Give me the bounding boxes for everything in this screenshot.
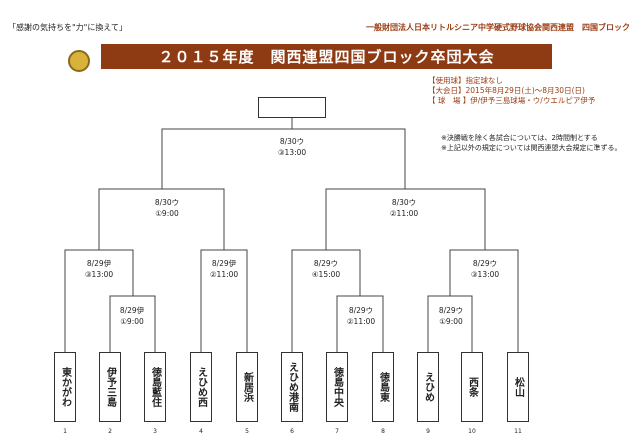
- semi-right-line: [325, 188, 486, 250]
- note-2: ※上記以外の規定については関西連盟大会規定に準ずる。: [441, 144, 622, 152]
- rules-notes: ※決勝戦を除く各試合については、2時間制とする ※上記以外の規定については関西連…: [441, 133, 622, 153]
- info-dates: 【大会日】2015年8月29日(土)～8月30日(日): [428, 86, 585, 95]
- team-box: えひめ西: [190, 352, 212, 422]
- team-box: 新居浜: [236, 352, 258, 422]
- team-number: 1: [63, 428, 67, 435]
- team-box: 伊予三島: [99, 352, 121, 422]
- team-number: 4: [199, 428, 203, 435]
- pre-c-line: [427, 295, 473, 352]
- info-ball: 【使用球】指定球なし: [428, 76, 503, 85]
- team-number: 8: [381, 428, 385, 435]
- semi-left-line: [98, 188, 225, 250]
- team-number: 5: [245, 428, 249, 435]
- team-box: 徳島東: [372, 352, 394, 422]
- team-box: 西条: [461, 352, 483, 422]
- team-number: 2: [108, 428, 112, 435]
- organization-name: 一般財団法人日本リトルシニア中学硬式野球協会関西連盟 四国ブロック: [366, 23, 630, 32]
- r1-c-line: [291, 249, 361, 352]
- team-number: 9: [426, 428, 430, 435]
- team-number: 6: [290, 428, 294, 435]
- league-logo: [68, 50, 90, 72]
- final-line: [161, 118, 406, 189]
- team-number: 11: [514, 428, 522, 435]
- team-box: 松山: [507, 352, 529, 422]
- slogan: 「感謝の気持ちを"力"に換えて」: [8, 23, 127, 32]
- team-box: えひめ: [417, 352, 439, 422]
- r1-a-line: [64, 249, 134, 352]
- champion-box: [258, 97, 326, 118]
- tournament-info: 【使用球】指定球なし 【大会日】2015年8月29日(土)～8月30日(日) 【…: [428, 76, 595, 106]
- info-venue: 【 球 場 】伊/伊予三島球場・ウ/ウエルピア伊予: [428, 96, 596, 105]
- r1-b-line: [200, 249, 248, 352]
- team-number: 7: [335, 428, 339, 435]
- team-box: えひめ港南: [281, 352, 303, 422]
- pre-a-line: [109, 295, 156, 352]
- r1-d-line: [449, 249, 519, 352]
- team-box: 徳島藍住: [144, 352, 166, 422]
- team-box: 徳島中央: [326, 352, 348, 422]
- pre-b-line: [336, 295, 384, 352]
- team-number: 10: [468, 428, 476, 435]
- team-number: 3: [153, 428, 157, 435]
- note-1: ※決勝戦を除く各試合については、2時間制とする: [441, 134, 598, 142]
- title-banner: ２０１５年度 関西連盟四国ブロック卒団大会: [101, 44, 552, 69]
- team-box: 東かがわ: [54, 352, 76, 422]
- page-title: ２０１５年度 関西連盟四国ブロック卒団大会: [158, 48, 495, 66]
